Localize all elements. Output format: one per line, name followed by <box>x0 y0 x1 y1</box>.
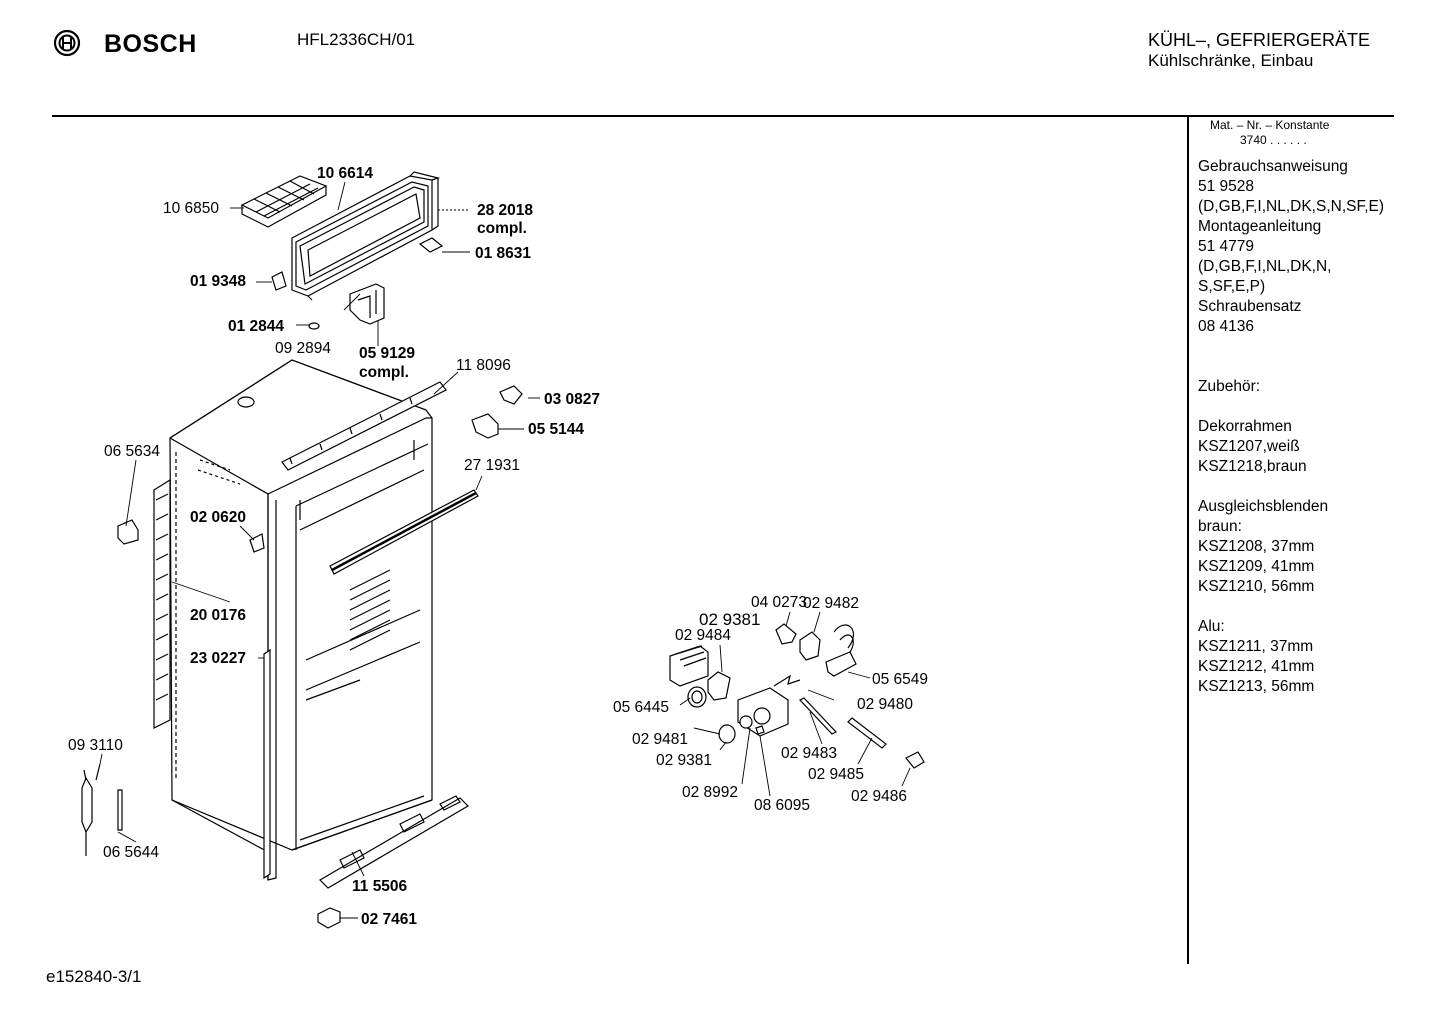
ice-tray <box>240 175 328 228</box>
mat-value: 3740 . . . . . . <box>1240 133 1307 147</box>
part-label: 01 9348 <box>190 273 246 290</box>
door-hinge-part <box>271 237 444 330</box>
header-divider <box>52 115 1394 117</box>
sidebar-line: Ausgleichsblenden <box>1198 498 1329 515</box>
info-sidebar: Mat. – Nr. – Konstante 3740 . . . . . . … <box>1198 118 1438 697</box>
part-label: 09 2894 <box>275 340 331 357</box>
part-label: 08 6095 <box>754 797 810 814</box>
sidebar-line: KSZ1208, 37mm <box>1198 538 1315 555</box>
sidebar-line: Gebrauchsanweisung <box>1198 158 1348 175</box>
freezer-door <box>291 171 441 301</box>
sidebar-lines: Gebrauchsanweisung 51 9528 (D,GB,F,I,NL,DK… <box>1198 157 1438 697</box>
sidebar-line: 51 9528 <box>1198 178 1255 195</box>
sidebar-line: KSZ1211, 37mm <box>1198 638 1314 655</box>
refrigerator-cabinet <box>169 359 433 881</box>
part-label: 01 2844 <box>228 318 284 335</box>
top-rail <box>281 381 447 471</box>
sidebar-line: KSZ1207,weiß <box>1198 438 1300 455</box>
part-label: 02 9484 <box>675 627 731 644</box>
sidebar-line: KSZ1218,braun <box>1198 458 1307 475</box>
brand-name: BOSCH <box>104 30 197 58</box>
category-subtitle: Kühlschränke, Einbau <box>1148 51 1314 70</box>
mat-label: Mat. – Nr. – Konstante <box>1210 118 1330 132</box>
exploded-parts-diagram: 10 6614 10 6850 28 2018 compl. 01 8631 0… <box>68 165 928 929</box>
part-label: 10 6614 <box>317 165 373 182</box>
part-label: 03 0827 <box>544 391 600 408</box>
sidebar-line <box>1198 337 1438 357</box>
part-label: 02 9481 <box>632 731 688 748</box>
sidebar-line: (D,GB,F,I,NL,DK,S,N,SF,E) <box>1198 198 1385 215</box>
sidebar-line: (D,GB,F,I,NL,DK,N, <box>1198 258 1332 275</box>
part-label: 20 0176 <box>190 607 246 624</box>
part-label: 27 1931 <box>464 457 520 474</box>
sidebar-line: KSZ1210, 56mm <box>1198 578 1315 595</box>
part-label: 10 6850 <box>163 200 219 217</box>
condenser-coil <box>153 478 171 729</box>
part-label: 02 0620 <box>190 509 246 526</box>
sidebar-line <box>1198 357 1438 377</box>
sidebar-line <box>1198 477 1438 497</box>
part-labels: 10 6614 10 6850 28 2018 compl. 01 8631 0… <box>68 165 928 928</box>
sidebar-line: Schraubensatz <box>1198 298 1302 315</box>
sidebar-line: KSZ1213, 56mm <box>1198 678 1315 695</box>
sidebar-line: 08 4136 <box>1198 318 1255 335</box>
sidebar-line: Zubehör: <box>1198 378 1261 395</box>
part-label: 02 9381 <box>656 752 712 769</box>
part-label: 06 5644 <box>103 844 159 861</box>
part-label: 05 6445 <box>613 699 669 716</box>
thermostat-assembly <box>669 623 925 769</box>
bottom-rail <box>319 795 469 889</box>
part-label: 02 7461 <box>361 911 417 928</box>
part-label: 11 8096 <box>456 357 511 374</box>
bosch-logo-icon <box>52 28 82 63</box>
sidebar-line: KSZ1212, 41mm <box>1198 658 1315 675</box>
part-label: 05 5144 <box>528 421 584 438</box>
part-label: compl. <box>477 220 527 237</box>
part-label: 23 0227 <box>190 650 246 667</box>
part-label: 02 9381 <box>699 610 760 629</box>
part-label: 02 9482 <box>803 595 859 612</box>
part-label: 11 5506 <box>352 878 408 895</box>
part-label: 02 9483 <box>781 745 837 762</box>
sidebar-line: Dekorrahmen <box>1198 418 1292 435</box>
part-label: 01 8631 <box>475 245 531 262</box>
sidebar-line: braun: <box>1198 518 1242 535</box>
sidebar-divider <box>1187 117 1189 964</box>
part-label: compl. <box>359 364 409 381</box>
sidebar-line <box>1198 397 1438 417</box>
sidebar-line: KSZ1209, 41mm <box>1198 558 1315 575</box>
leader-lines <box>99 181 911 919</box>
sidebar-line: 51 4779 <box>1198 238 1255 255</box>
document-code: e152840-3/1 <box>46 967 142 986</box>
part-label: 06 5634 <box>104 443 160 460</box>
category-title: KÜHL–, GEFRIERGERÄTE <box>1148 30 1371 50</box>
sidebar-line: Montageanleitung <box>1198 218 1322 235</box>
part-label: 02 9485 <box>808 766 864 783</box>
part-label: 28 2018 <box>477 202 533 219</box>
part-label: 02 8992 <box>682 784 738 801</box>
part-label: 09 3110 <box>68 737 123 754</box>
part-label: 02 9486 <box>851 788 907 805</box>
part-label: 05 9129 <box>359 345 415 362</box>
sidebar-line: Alu: <box>1198 618 1225 635</box>
model-number: HFL2336CH/01 <box>297 30 416 49</box>
part-label: 04 0273 <box>751 594 807 611</box>
sidebar-line <box>1198 597 1438 617</box>
part-label: 05 6549 <box>872 671 928 688</box>
sidebar-line: S,SF,E,P) <box>1198 278 1266 295</box>
part-label: 02 9480 <box>857 696 913 713</box>
